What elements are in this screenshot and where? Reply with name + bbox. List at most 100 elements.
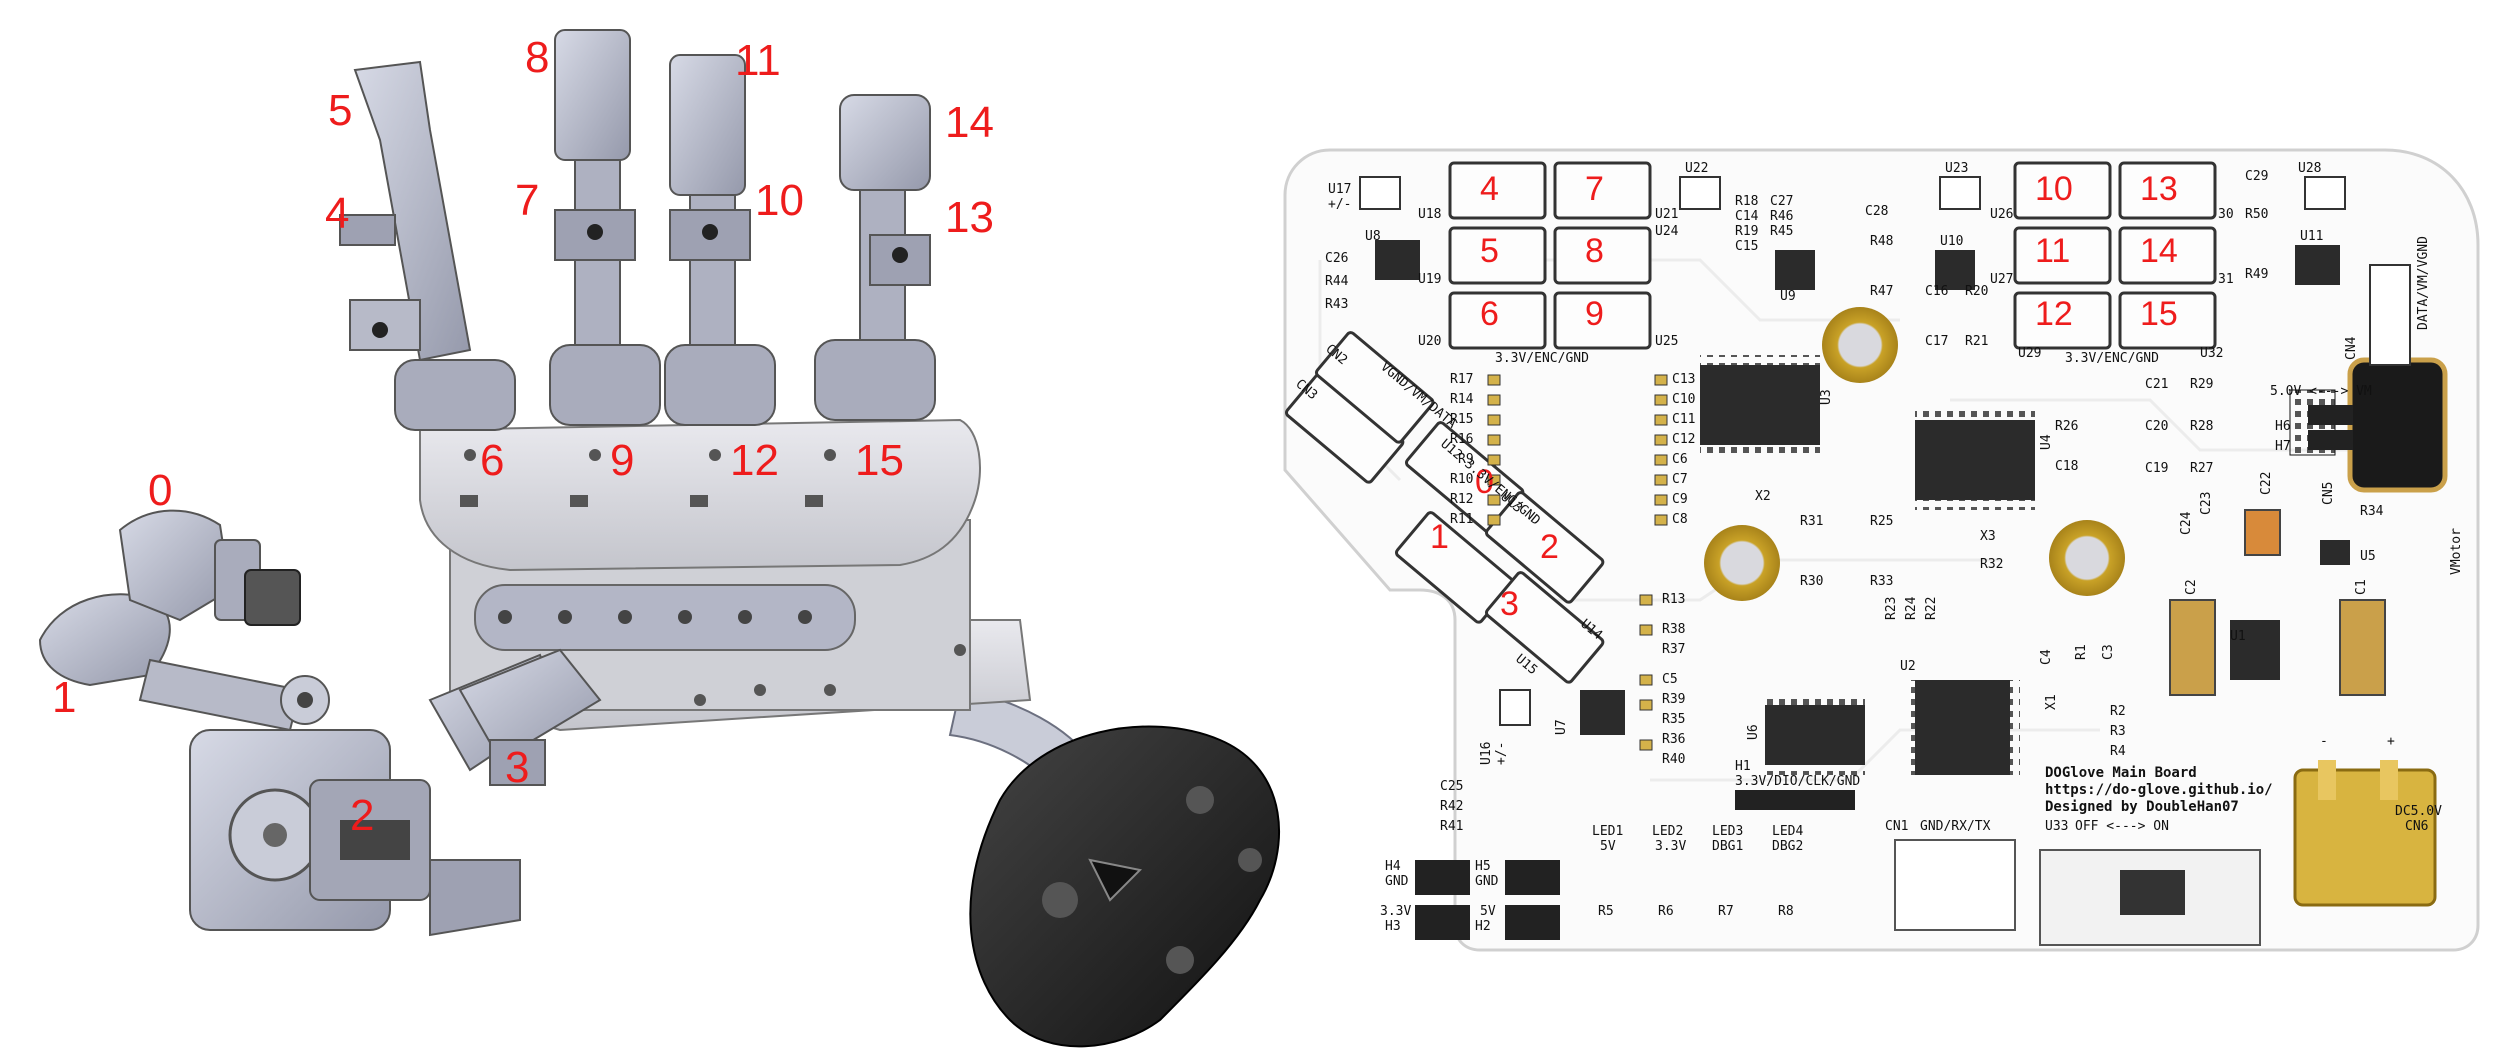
servo-connectors — [1285, 331, 1605, 684]
des-u27: U27 — [1990, 272, 2013, 287]
des-u6: U6 — [1746, 724, 1761, 740]
finger-ring — [664, 54, 776, 426]
des-r19: R19 — [1735, 224, 1758, 239]
des-c11: C11 — [1672, 412, 1695, 427]
des-x2: X2 — [1755, 489, 1771, 504]
des-r12: R12 — [1450, 492, 1473, 507]
des-r32: R32 — [1980, 557, 2003, 572]
des-u25: U25 — [1655, 334, 1678, 349]
pcb-label-8: 8 — [1585, 232, 1604, 270]
des-r37: R37 — [1662, 642, 1685, 657]
des-r8: R8 — [1778, 904, 1794, 919]
des-h6: H6 — [2275, 419, 2291, 434]
des-u23: U23 — [1945, 161, 1968, 176]
hand-label-2: 2 — [350, 791, 374, 840]
des-c14: C14 — [1735, 209, 1759, 224]
des-c25: C25 — [1440, 779, 1463, 794]
des-u11: U11 — [2300, 229, 2323, 244]
des-x3: X3 — [1980, 529, 1996, 544]
pcb-channel-labels: 0 1 2 3 4 5 6 7 8 9 10 11 12 13 14 15 — [1430, 170, 2178, 623]
des-r13: R13 — [1662, 592, 1685, 607]
des-h2-sub: H2 — [1475, 919, 1491, 934]
board-title: DOGlove Main Board https://do-glove.gith… — [2045, 765, 2273, 815]
des-u20: U20 — [1418, 334, 1441, 349]
des-c19: C19 — [2145, 461, 2168, 476]
des-r31: R31 — [1800, 514, 1823, 529]
des-u29: U29 — [2018, 346, 2041, 361]
finger-pinky — [814, 94, 936, 421]
des-c5: C5 — [1662, 672, 1678, 687]
des-h1: H1 — [1735, 759, 1751, 774]
des-led4: LED4 — [1772, 824, 1803, 839]
doglove-main-board: 0 1 2 3 4 5 6 7 8 9 10 11 12 13 14 15 3.… — [1283, 148, 2480, 952]
des-r9: R9 — [1458, 452, 1474, 467]
des-r38: R38 — [1662, 622, 1685, 637]
des-r42: R42 — [1440, 799, 1463, 814]
hand-label-7: 7 — [515, 176, 539, 225]
des-r7: R7 — [1718, 904, 1734, 919]
pcb-label-5: 5 — [1480, 232, 1499, 270]
hand-label-5: 5 — [328, 86, 352, 135]
passive-pads — [1487, 374, 1668, 751]
des-h4-sub: GND — [1385, 874, 1409, 889]
hand-label-13: 13 — [945, 193, 994, 242]
des-c16: C16 — [1925, 284, 1948, 299]
finger-index-link — [458, 648, 602, 786]
des-u32: U32 — [2200, 346, 2223, 361]
des-r26: R26 — [2055, 419, 2078, 434]
des-r40: R40 — [1662, 752, 1685, 767]
silk-jumper: 5.0V <---> VM — [2270, 384, 2372, 399]
des-h5: H5 — [1475, 859, 1491, 874]
des-u28: U28 — [2298, 161, 2321, 176]
pcb-label-9: 9 — [1585, 295, 1604, 333]
des-u7: U7 — [1554, 719, 1569, 735]
hand-label-3: 3 — [505, 743, 529, 792]
des-c26: C26 — [1325, 251, 1348, 266]
des-u24: U24 — [1655, 224, 1679, 239]
des-c29: C29 — [2245, 169, 2268, 184]
des-r11: R11 — [1450, 512, 1473, 527]
des-c9: C9 — [1672, 492, 1688, 507]
silk-cn1: GND/RX/TX — [1920, 819, 1991, 834]
des-c28: C28 — [1865, 204, 1888, 219]
pcb-label-3: 3 — [1500, 585, 1519, 623]
des-c6: C6 — [1672, 452, 1688, 467]
strap-bar — [474, 584, 856, 651]
des-r15: R15 — [1450, 412, 1473, 427]
mount-hole — [1704, 525, 1780, 601]
pcb-outline — [1283, 148, 2480, 952]
des-cn1: CN1 — [1885, 819, 1908, 834]
des-cn6: CN6 — [2405, 819, 2428, 834]
ic-packages — [1375, 240, 2350, 775]
hand-label-1: 1 — [52, 673, 76, 722]
silk-cn4: DATA/VM/VGND — [2416, 236, 2431, 330]
encoder-connectors-right — [2013, 161, 2217, 350]
des-minus-dc: - — [2320, 734, 2328, 749]
des-c12: C12 — [1672, 432, 1695, 447]
des-r29: R29 — [2190, 377, 2213, 392]
des-r5: R5 — [1598, 904, 1614, 919]
pcb-label-11: 11 — [2035, 232, 2070, 270]
des-r4: R4 — [2110, 744, 2126, 759]
des-r24: R24 — [1904, 596, 1919, 620]
des-u33: U33 — [2045, 819, 2068, 834]
des-h3: 3.3V — [1380, 904, 1411, 919]
pcb-label-0: 0 — [1475, 463, 1494, 501]
silk-h1: 3.3V/DIO/CLK/GND — [1735, 774, 1860, 789]
des-u19: U19 — [1418, 272, 1441, 287]
des-r50: R50 — [2245, 207, 2268, 222]
des-r49: R49 — [2245, 267, 2268, 282]
des-r16: R16 — [1450, 432, 1473, 447]
des-u2: U2 — [1900, 659, 1916, 674]
des-r41: R41 — [1440, 819, 1463, 834]
encoder-connectors-left — [1448, 161, 1652, 350]
des-c22: C22 — [2259, 472, 2274, 495]
des-r23: R23 — [1884, 597, 1899, 620]
des-h3-sub: H3 — [1385, 919, 1401, 934]
hand-channel-labels: 0 1 2 3 4 5 6 7 8 9 10 11 12 13 14 15 — [52, 33, 994, 840]
des-r10: R10 — [1450, 472, 1473, 487]
board-url: https://do-glove.github.io/ — [2045, 782, 2273, 798]
des-u3: U3 — [1819, 389, 1834, 405]
hand-label-4: 4 — [325, 189, 349, 238]
